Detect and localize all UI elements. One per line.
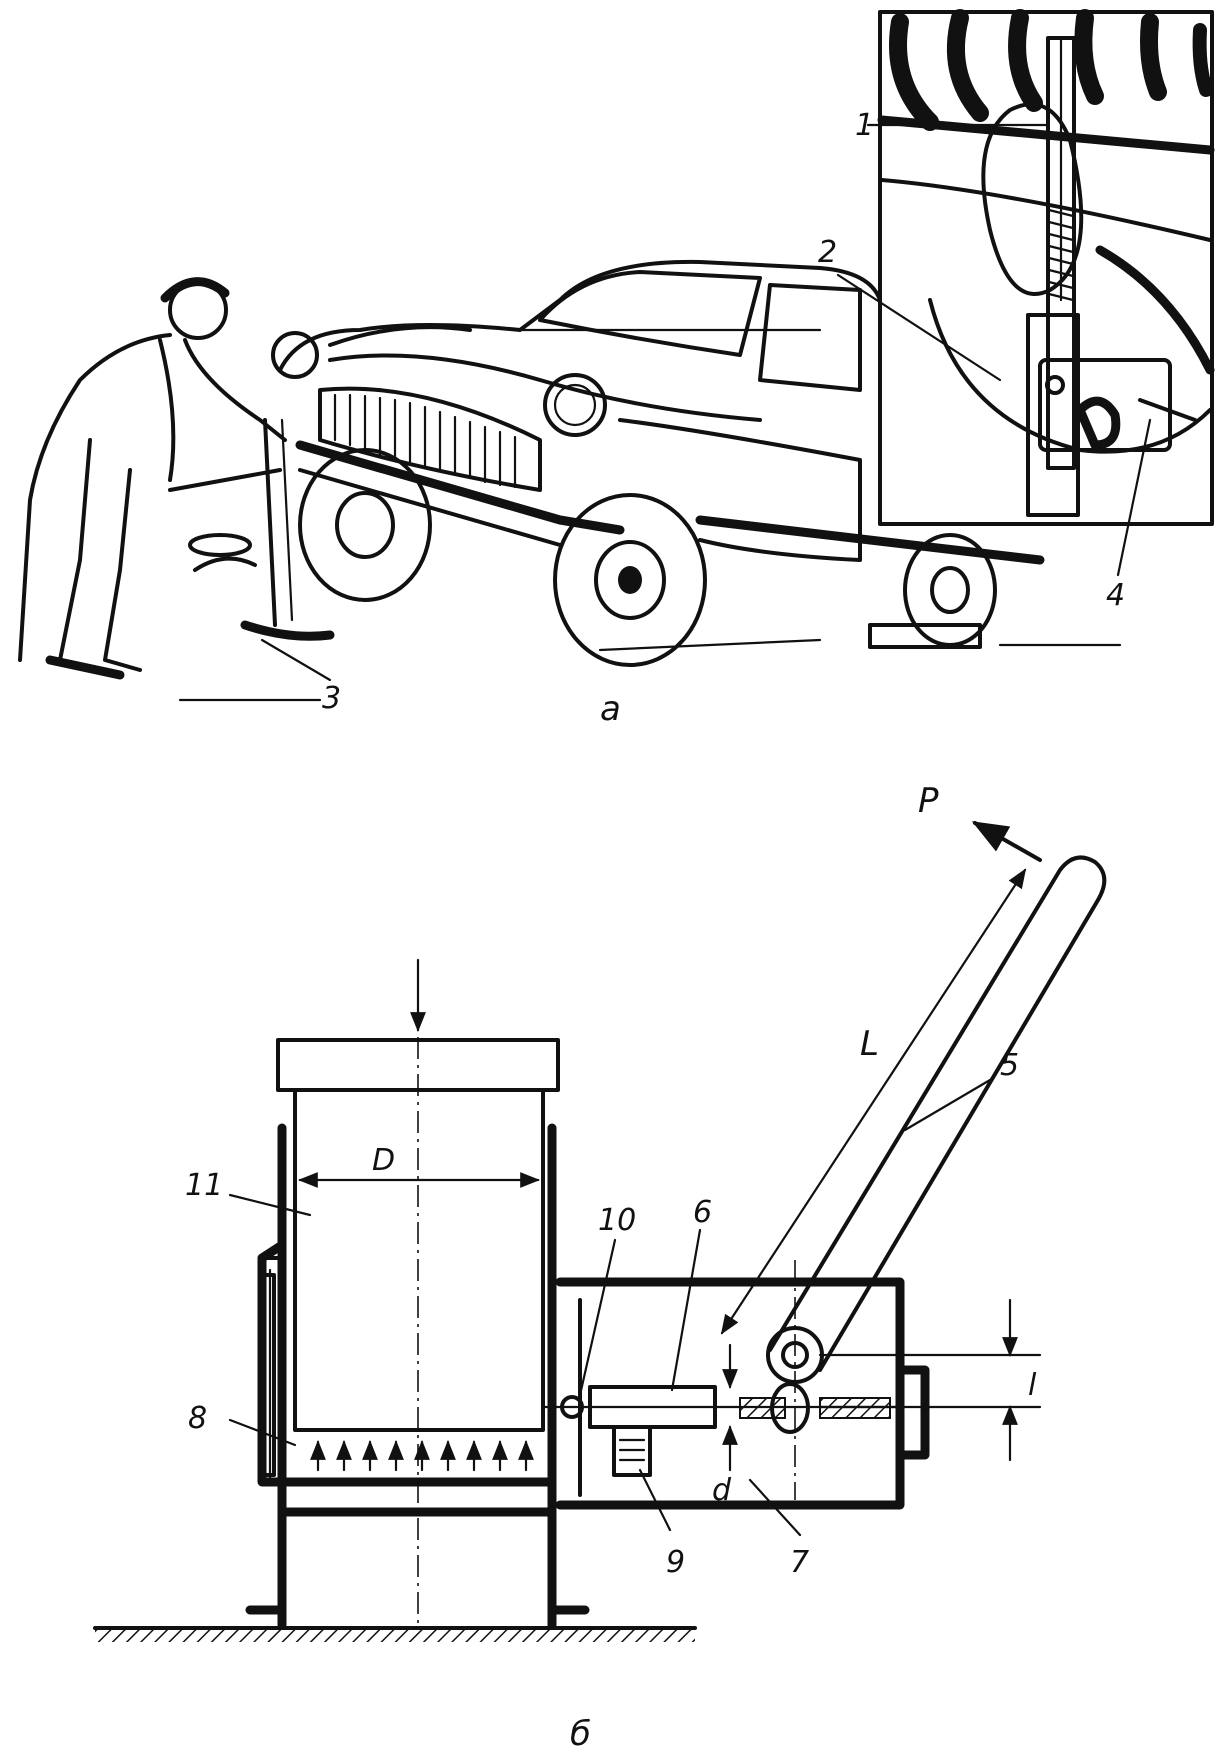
leader-4 bbox=[1116, 418, 1152, 577]
lever-5 bbox=[768, 855, 1107, 1372]
callout-6: 6 bbox=[693, 1195, 712, 1230]
panel-a-illustration: 1 2 3 4 a bbox=[18, 9, 1215, 729]
callout-9: 9 bbox=[666, 1545, 685, 1580]
leader-11 bbox=[228, 1193, 312, 1217]
leader-3 bbox=[260, 638, 332, 682]
callout-1: 1 bbox=[855, 108, 874, 143]
dim-D: D bbox=[372, 1143, 395, 1178]
callout-8: 8 bbox=[188, 1401, 207, 1436]
leader-7 bbox=[748, 1478, 802, 1537]
dim-P: P bbox=[918, 781, 939, 821]
panel-b-label: б bbox=[570, 1714, 591, 1754]
dim-L: L bbox=[860, 1024, 879, 1064]
leader-6 bbox=[670, 1228, 702, 1392]
leader-2 bbox=[836, 273, 1002, 382]
callout-7: 7 bbox=[790, 1545, 809, 1580]
mechanic-figure bbox=[18, 277, 287, 680]
dim-d: d bbox=[712, 1473, 732, 1508]
length-L-line bbox=[720, 868, 1027, 1335]
callout-2: 2 bbox=[818, 235, 837, 270]
ground-hatch bbox=[95, 1628, 695, 1642]
dim-l: l bbox=[1028, 1368, 1037, 1403]
jack-inset bbox=[877, 9, 1215, 526]
leader-8 bbox=[228, 1418, 297, 1447]
inset-fender-stripes bbox=[889, 9, 1213, 131]
leader-10 bbox=[578, 1238, 617, 1397]
leader-5 bbox=[903, 1078, 992, 1132]
main-cylinder bbox=[245, 1123, 590, 1630]
pressure-arrows-8 bbox=[310, 1440, 534, 1472]
callout-11: 11 bbox=[185, 1168, 223, 1203]
callout-5: 5 bbox=[1000, 1048, 1019, 1083]
callout-4: 4 bbox=[1106, 578, 1125, 613]
panel-a-label: a bbox=[600, 689, 621, 729]
callout-3: 3 bbox=[322, 681, 341, 716]
jack-3 bbox=[188, 418, 335, 641]
car-body bbox=[271, 259, 1045, 667]
force-P-arrow bbox=[971, 821, 1042, 862]
leader-9 bbox=[638, 1468, 672, 1532]
callout-10: 10 bbox=[598, 1203, 636, 1238]
panel-b-schematic: D P bbox=[93, 781, 1107, 1754]
